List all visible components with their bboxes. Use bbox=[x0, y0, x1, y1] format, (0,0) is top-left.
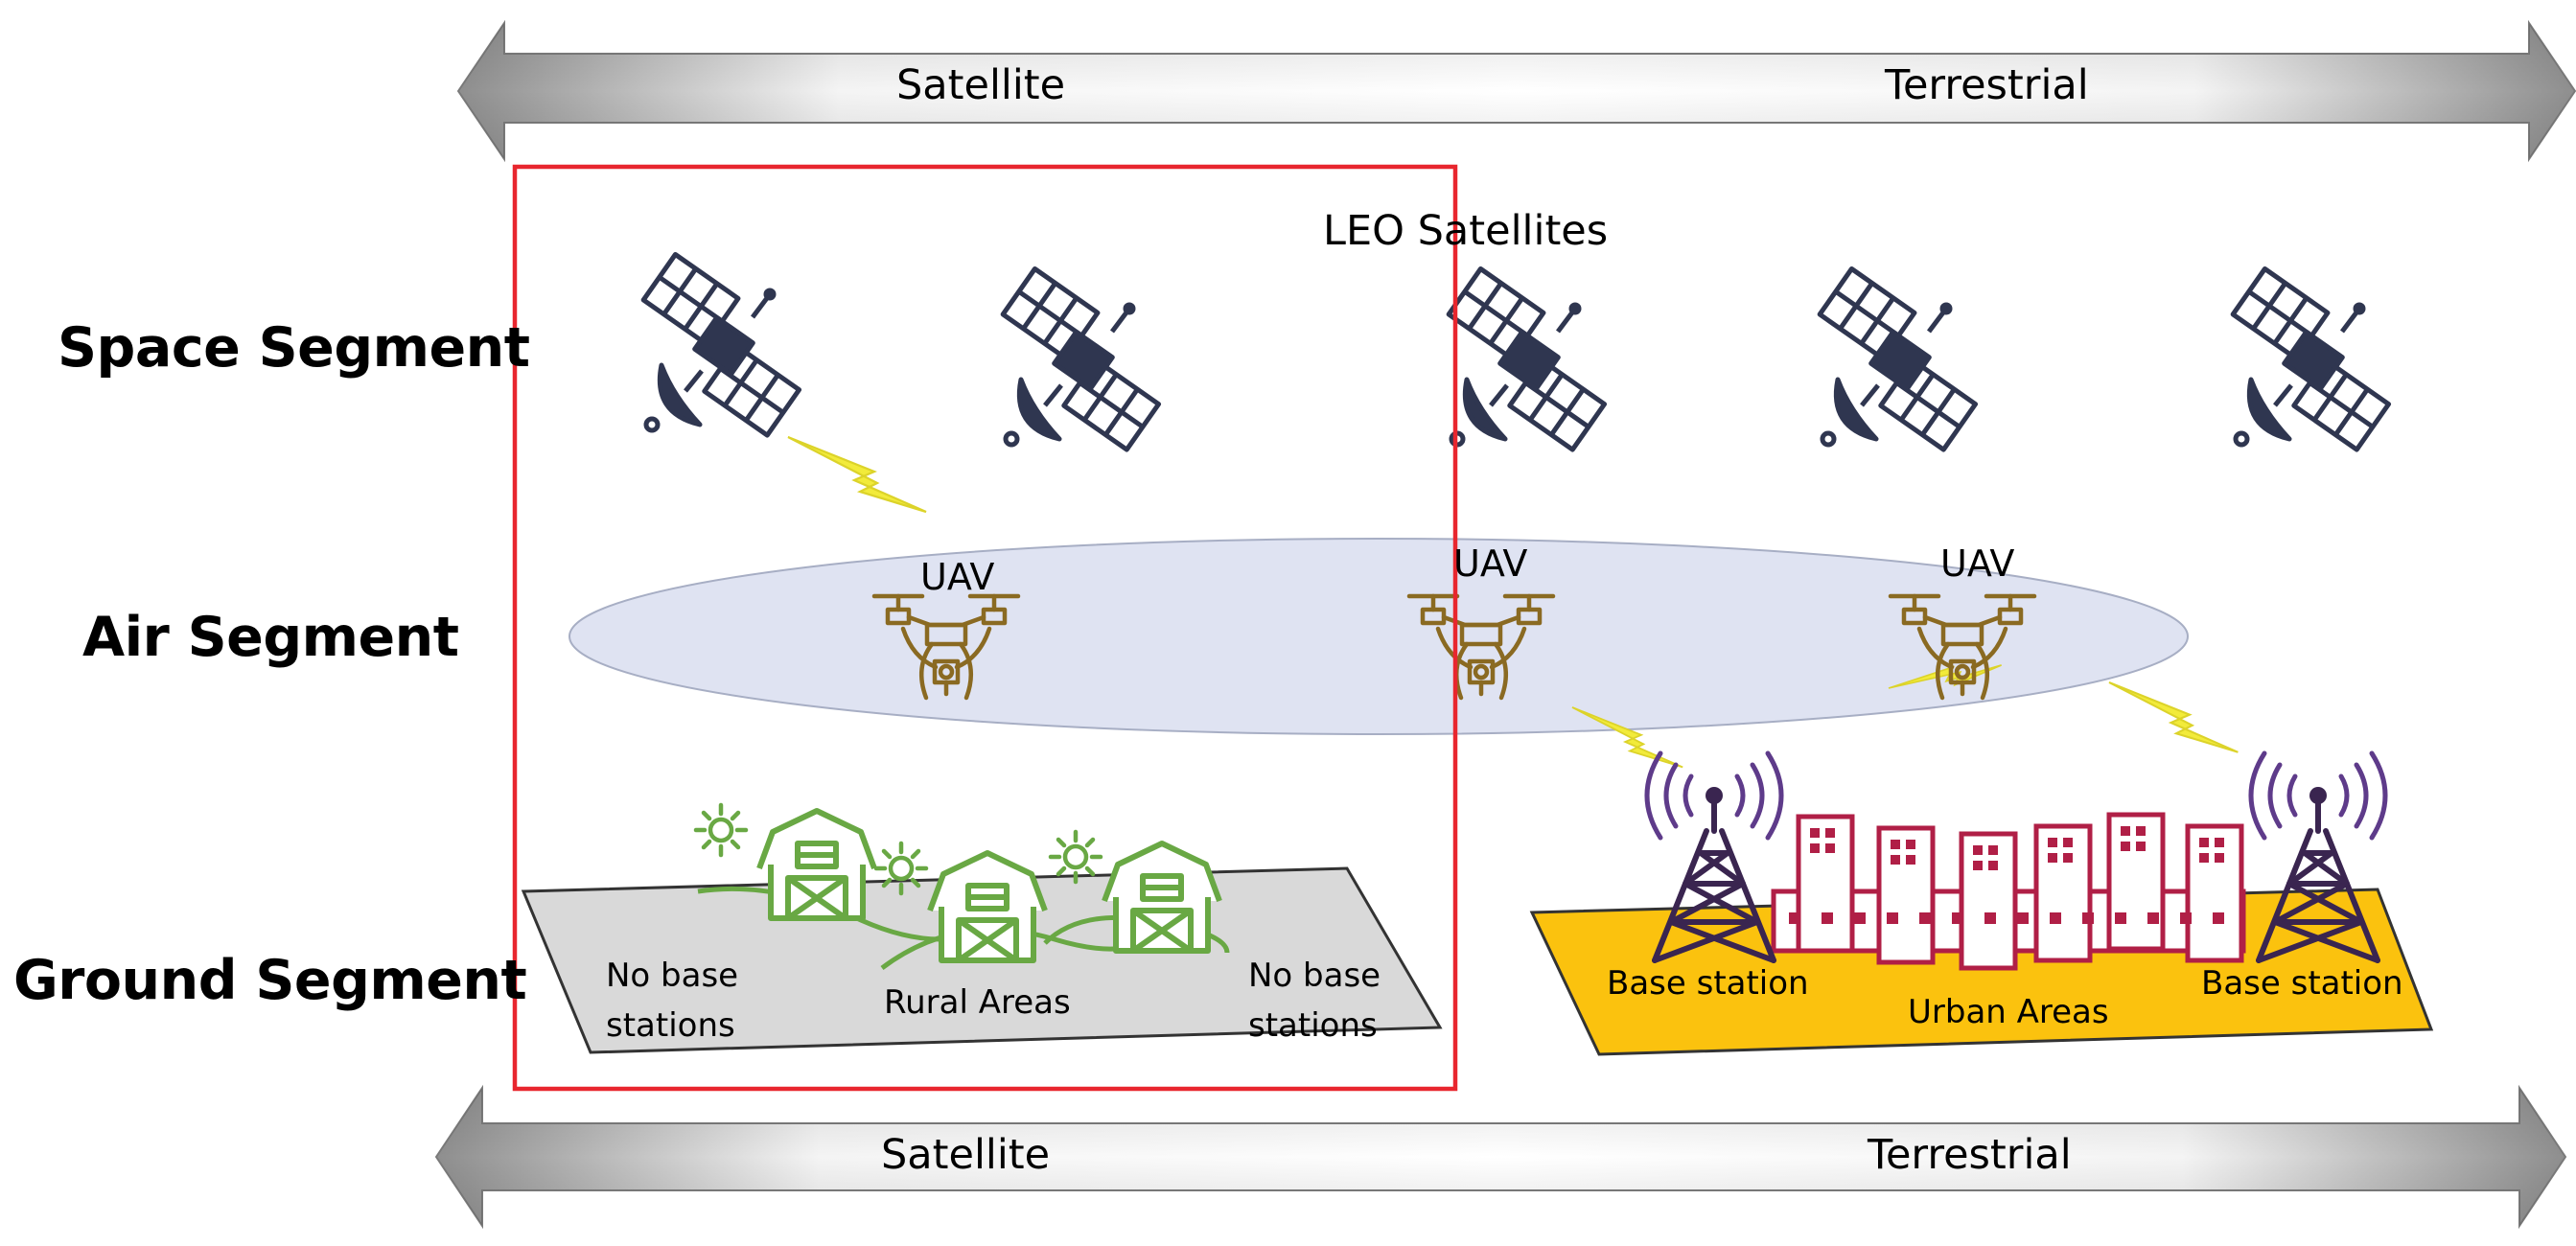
rural-areas-label: Rural Areas bbox=[884, 983, 1071, 1022]
satellite-icon bbox=[2233, 268, 2388, 450]
satellite-coverage-highlight-box bbox=[512, 164, 1458, 1092]
lightning-icon bbox=[786, 435, 928, 514]
barn-icon bbox=[759, 811, 874, 918]
bottom-bar-terrestrial-label: Terrestrial bbox=[1868, 1131, 2072, 1179]
top-bar-terrestrial-label: Terrestrial bbox=[1885, 61, 2089, 109]
air-segment-ellipse bbox=[569, 538, 2189, 735]
space-segment-label: Space Segment bbox=[58, 316, 530, 380]
bottom-bar-satellite-label: Satellite bbox=[881, 1131, 1051, 1179]
ground-segment-label: Ground Segment bbox=[13, 949, 527, 1012]
lightning-icon bbox=[2107, 681, 2239, 753]
top-bar-satellite-label: Satellite bbox=[896, 61, 1066, 109]
air-segment-label: Air Segment bbox=[82, 606, 459, 669]
uav-label: UAV bbox=[920, 556, 995, 598]
sun-icon bbox=[696, 805, 746, 855]
barn-icon bbox=[930, 853, 1045, 960]
bottom-scale-bar bbox=[434, 1084, 2567, 1230]
no-base-stations-label-left: No base stations bbox=[606, 957, 739, 1045]
leo-satellites-title: LEO Satellites bbox=[1323, 207, 1609, 255]
no-base-stations-label-right: No base stations bbox=[1248, 957, 1381, 1045]
uav-label: UAV bbox=[1453, 542, 1528, 585]
satellite-icon bbox=[1003, 268, 1158, 450]
sun-icon bbox=[876, 843, 926, 893]
satellite-icon bbox=[643, 254, 799, 435]
satellite-icon bbox=[1449, 268, 1604, 450]
top-scale-bar bbox=[456, 19, 2576, 163]
sun-icon bbox=[1051, 832, 1101, 882]
urban-areas-label: Urban Areas bbox=[1908, 993, 2109, 1031]
uav-label: UAV bbox=[1940, 542, 2015, 585]
barn-icon bbox=[1104, 843, 1219, 951]
base-station-label-left: Base station bbox=[1607, 964, 1809, 1003]
base-station-label-right: Base station bbox=[2201, 964, 2403, 1003]
satellite-icon bbox=[1820, 268, 1975, 450]
city-buildings bbox=[1771, 815, 2246, 968]
